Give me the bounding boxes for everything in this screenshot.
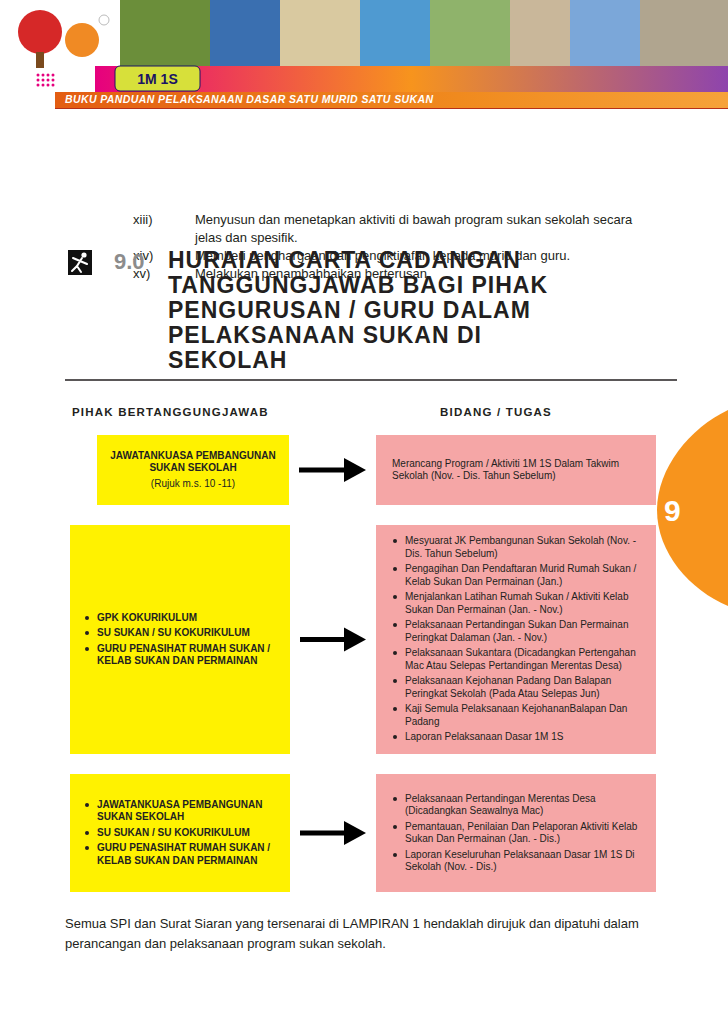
box-text: Merancang Program / Aktiviti 1M 1S Dalam… (392, 458, 640, 483)
paddle (65, 23, 99, 57)
bullet (85, 647, 89, 651)
bullet (393, 853, 397, 857)
box-text: Kaji Semula Pelaksanaan KejohananBalapan… (390, 703, 644, 728)
bullet (393, 707, 397, 711)
responsible-party-box: GPK KOKURIKULUM SU SUKAN / SU KOKURIKULUM… (70, 525, 290, 754)
bullet (393, 539, 397, 543)
dot (37, 79, 40, 82)
photo (640, 0, 728, 66)
box-text: (Rujuk m.s. 10 -11) (107, 478, 279, 491)
box-text: GURU PENASIHAT RUMAH SUKAN / KELAB SUKAN… (82, 842, 278, 867)
bullet (393, 567, 397, 571)
photo (430, 0, 510, 66)
dot (42, 84, 45, 87)
photo (210, 0, 280, 66)
section-title: HURAIAN CARTA CADANGAN TANGGUNGJAWAB BAG… (168, 248, 598, 373)
logo-plate (115, 66, 200, 91)
arrow-connector (300, 833, 354, 834)
photo (570, 0, 640, 66)
box-text: Mesyuarat JK Pembangunan Sukan Sekolah (… (390, 535, 644, 560)
box-text: Pelaksanaan Pertandingan Sukan Dan Perma… (390, 619, 644, 644)
band-rule (55, 108, 728, 109)
ball (99, 15, 109, 25)
column-heading: PIHAK BERTANGGUNGJAWAB (72, 405, 269, 421)
box-text: Pengagihan Dan Pendaftaran Murid Rumah S… (390, 563, 644, 588)
box-text: JAWATANKUASA PEMBANGUNAN SUKAN SEKOLAH (82, 799, 278, 824)
box-text: Pelaksanaan Kejohanan Padang Dan Balapan… (390, 675, 644, 700)
task-box: Pelaksanaan Pertandingan Merentas Desa (… (376, 774, 656, 892)
photo (120, 0, 210, 66)
dot (52, 79, 55, 82)
page-number: 9 (664, 494, 681, 527)
bullet (85, 803, 89, 807)
list-numeral: xiii) (133, 211, 153, 229)
header-band-text: BUKU PANDUAN PELAKSANAAN DASAR SATU MURI… (65, 93, 433, 107)
arrow-shaft (300, 637, 354, 642)
section-icon (68, 250, 92, 275)
arrow-shaft (300, 831, 354, 836)
dot (37, 74, 40, 77)
box-text: SU SUKAN / SU KOKURIKULUM (82, 627, 278, 640)
bullet (85, 616, 89, 620)
page-tab (657, 410, 728, 606)
dot-grid (37, 74, 55, 87)
responsible-party-box: JAWATANKUASA PEMBANGUNAN SUKAN SEKOLAH (R… (97, 435, 289, 505)
box-text: SU SUKAN / SU KOKURIKULUM (82, 827, 278, 840)
dot (47, 79, 50, 82)
dot (47, 84, 50, 87)
box-text: Laporan Pelaksanaan Dasar 1M 1S (390, 731, 644, 744)
task-box: Merancang Program / Aktiviti 1M 1S Dalam… (376, 435, 656, 505)
bullet (85, 631, 89, 635)
dot (52, 74, 55, 77)
bullet (393, 679, 397, 683)
paddle-handle (36, 52, 44, 68)
title-rule (65, 379, 677, 381)
box-text: GURU PENASIHAT RUMAH SUKAN / KELAB SUKAN… (82, 643, 278, 668)
box-text: Pemantauan, Penilaian Dan Pelaporan Akti… (390, 821, 644, 846)
photo (360, 0, 430, 66)
bullet (85, 846, 89, 850)
color-band (95, 66, 728, 92)
bullet (393, 651, 397, 655)
arrow-connector (299, 470, 354, 471)
box-text: Menjalankan Latihan Rumah Sukan / Aktivi… (390, 591, 644, 616)
paddle (18, 10, 62, 54)
responsible-party-box: JAWATANKUASA PEMBANGUNAN SUKAN SEKOLAH SU… (70, 774, 290, 892)
dot (42, 74, 45, 77)
box-text: Pelaksanaan Sukantara (Dicadangkan Perte… (390, 647, 644, 672)
task-box: Mesyuarat JK Pembangunan Sukan Sekolah (… (376, 525, 656, 754)
box-text: JAWATANKUASA PEMBANGUNAN SUKAN SEKOLAH (107, 450, 279, 475)
column-heading: BIDANG / TUGAS (440, 405, 552, 421)
icon-figure (72, 258, 87, 272)
box-text: Pelaksanaan Pertandingan Merentas Desa (… (390, 793, 644, 818)
photo (510, 0, 570, 66)
section-number: 9.0 (114, 250, 145, 274)
photo (280, 0, 360, 66)
arrow-shaft (299, 468, 354, 473)
bullet (85, 831, 89, 835)
bullet (393, 797, 397, 801)
title-band (55, 92, 728, 108)
arrow-connector (300, 639, 354, 640)
dot (47, 74, 50, 77)
bullet (393, 825, 397, 829)
icon-head (81, 252, 86, 257)
dot (37, 84, 40, 87)
footer-note: Semua SPI dan Surat Siaran yang tersenar… (65, 914, 665, 954)
box-text: GPK KOKURIKULUM (82, 612, 278, 625)
dot (42, 79, 45, 82)
box-text: Laporan Keseluruhan Pelaksanaan Dasar 1M… (390, 849, 644, 874)
list-item: Menyusun dan menetapkan aktiviti di bawa… (195, 211, 640, 247)
dot (52, 84, 55, 87)
bullet (393, 595, 397, 599)
bullet (393, 735, 397, 739)
bullet (393, 623, 397, 627)
logo-text: 1M 1S (115, 70, 200, 89)
